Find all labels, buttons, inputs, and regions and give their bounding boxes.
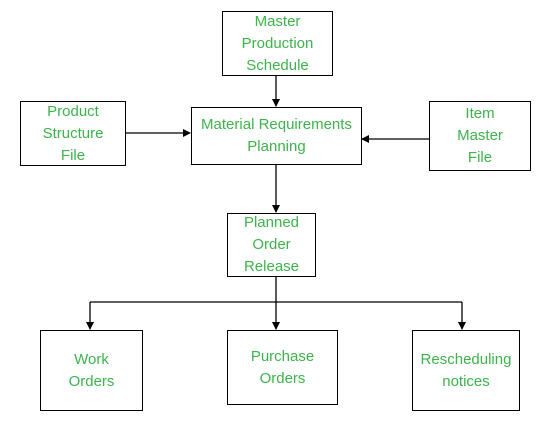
product-structure-file-box: Product Structure File (20, 101, 126, 166)
planned-order-release-label: Planned Order Release (243, 214, 300, 275)
purchase-orders-box: Purchase Orders (227, 330, 338, 405)
purchase-orders-label: Purchase Orders (250, 347, 315, 387)
product-structure-file-label: Product Structure File (42, 102, 104, 164)
planned-order-release-box: Planned Order Release (227, 213, 316, 277)
rescheduling-notices-box: Rescheduling notices (412, 330, 520, 411)
rescheduling-notices-label: Rescheduling notices (420, 350, 512, 390)
master-production-schedule-box: Master Production Schedule (222, 11, 333, 76)
work-orders-label: Work Orders (68, 350, 115, 390)
item-master-file-label: Item Master File (457, 105, 503, 166)
item-master-file-box: Item Master File (429, 101, 531, 171)
work-orders-box: Work Orders (40, 330, 143, 411)
material-requirements-planning-box: Material Requirements Planning (191, 107, 362, 165)
master-production-schedule-label: Master Production Schedule (241, 12, 314, 74)
material-requirements-planning-label: Material Requirements Planning (201, 116, 352, 155)
